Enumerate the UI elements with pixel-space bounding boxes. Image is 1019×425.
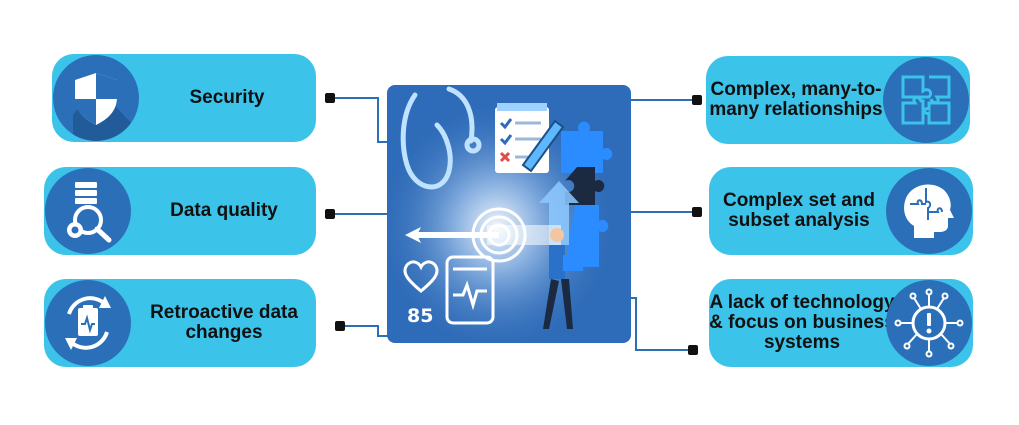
card-label: A lack of technology & focus on business…	[709, 292, 895, 353]
alert-circuit-icon	[886, 280, 972, 366]
card-label: Security	[189, 87, 265, 108]
puzzle-head-icon	[886, 168, 972, 254]
connector-retroactive	[340, 325, 388, 337]
checklist-icon	[495, 103, 565, 173]
heart-icon	[403, 260, 439, 293]
connector-lack-technology	[630, 297, 692, 351]
puzzle-pieces-icon	[561, 121, 613, 267]
card-complex-relationships: Complex, many-to-many relationships	[706, 56, 970, 144]
center-illustration: 85	[387, 85, 631, 343]
connector-dot	[335, 321, 345, 331]
shield-icon	[53, 55, 139, 141]
card-label: Complex, many-to-many relationships	[709, 79, 883, 120]
connector-complex-relationships	[629, 95, 697, 101]
connector-dot	[692, 95, 702, 105]
person-icon	[543, 228, 583, 329]
card-label: Complex set and subset analysis	[722, 190, 876, 231]
heart-monitor-phone-icon	[445, 255, 495, 325]
card-label: Retroactive data changes	[150, 302, 298, 343]
puzzle-icon	[883, 57, 969, 143]
card-lack-technology: A lack of technology & focus on business…	[709, 279, 973, 367]
stethoscope-icon	[400, 86, 482, 190]
connector-dot	[692, 207, 702, 217]
connector-security	[330, 97, 388, 143]
card-security: Security	[52, 54, 316, 142]
heart-rate-value: 85	[407, 305, 434, 327]
connector-dot	[688, 345, 698, 355]
connector-dot	[325, 93, 335, 103]
card-set-analysis: Complex set and subset analysis	[709, 167, 973, 255]
connector-dot	[325, 209, 335, 219]
card-retroactive: Retroactive data changes	[44, 279, 316, 367]
data-search-icon	[45, 168, 131, 254]
card-data-quality: Data quality	[44, 167, 316, 255]
dart-arrow-icon	[405, 225, 561, 245]
card-label: Data quality	[170, 200, 278, 221]
clipboard-refresh-icon	[45, 280, 131, 366]
